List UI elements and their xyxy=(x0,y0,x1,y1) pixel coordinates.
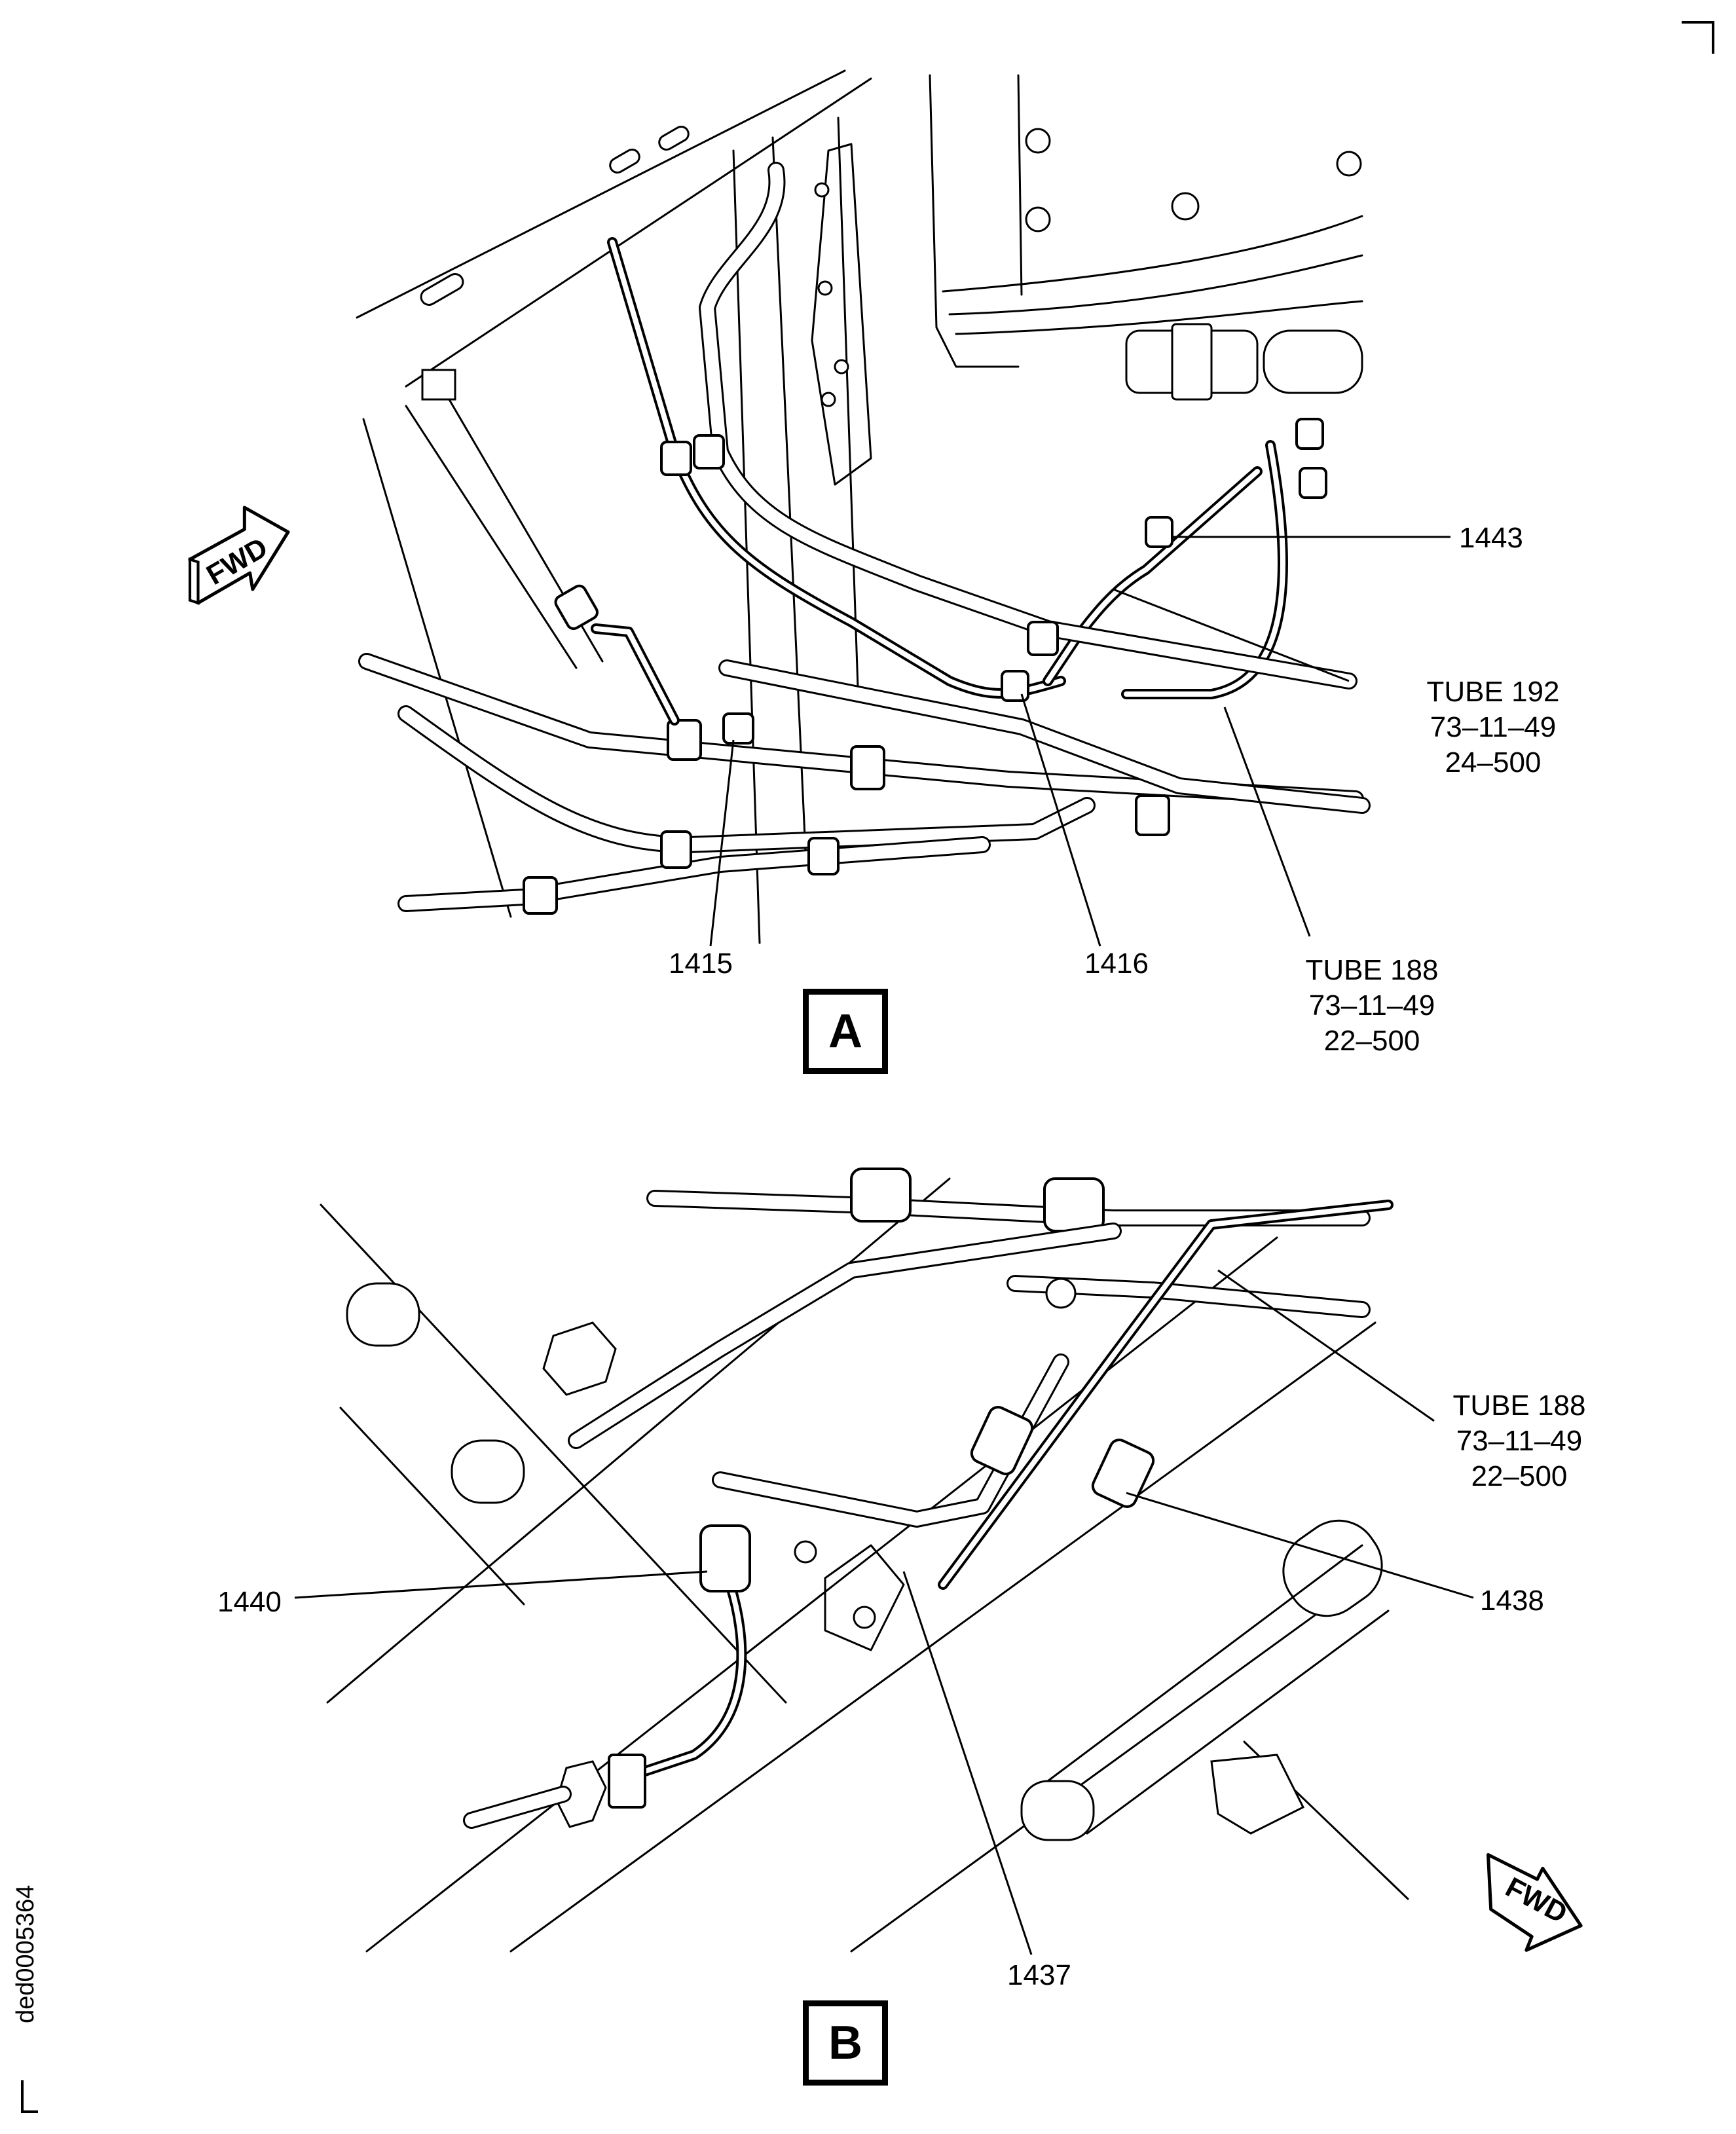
clamp xyxy=(850,745,885,790)
bracket xyxy=(824,1544,905,1651)
large-duct-edge xyxy=(1046,1544,1363,1782)
case-panel xyxy=(1017,74,1023,296)
frame-beam-edge xyxy=(405,77,872,388)
view-label-a: A xyxy=(803,989,888,1074)
clamp xyxy=(660,441,692,476)
structure-edge xyxy=(771,136,807,853)
tube-fitting xyxy=(554,584,599,631)
view-b-illustration xyxy=(294,1168,1474,1955)
clamp xyxy=(970,1406,1034,1475)
b-nut xyxy=(608,1754,646,1809)
clamp xyxy=(807,837,840,875)
structure-edge xyxy=(365,1236,1278,1953)
clamp xyxy=(523,876,558,915)
bolt-head xyxy=(1171,192,1200,221)
hex-nut xyxy=(542,1321,617,1396)
callout-1416: 1416 xyxy=(1084,947,1149,980)
callout-tube-188-b: TUBE 188 73–11–49 22–500 xyxy=(1452,1389,1586,1492)
callout-1415: 1415 xyxy=(669,947,733,980)
leader-tube-192 xyxy=(1113,588,1350,682)
case-panel xyxy=(929,74,1020,368)
clamp xyxy=(1295,418,1324,450)
clamp xyxy=(667,719,702,761)
clamp-1415 xyxy=(722,712,754,745)
structure-edge xyxy=(339,1407,525,1606)
fwd-arrow-icon: FWD xyxy=(1487,1853,1583,1952)
tube-bundle xyxy=(699,162,1357,690)
leader-tube-188-b xyxy=(1217,1269,1435,1422)
leader-1438 xyxy=(1126,1492,1474,1599)
clamp-1440 xyxy=(699,1524,751,1592)
bolt xyxy=(794,1540,817,1564)
duct-clamp xyxy=(1020,1780,1095,1841)
bolt-head xyxy=(1025,128,1051,154)
duct-segment xyxy=(1263,329,1363,394)
frame-member xyxy=(362,418,512,918)
case-flange xyxy=(942,215,1363,293)
structure-edge xyxy=(850,1570,1376,1953)
fitting-cap xyxy=(451,1439,525,1504)
large-duct-edge xyxy=(1086,1610,1390,1835)
case-flange xyxy=(955,300,1363,335)
structure-edge xyxy=(732,149,761,944)
clamp xyxy=(1043,1177,1105,1232)
clamp xyxy=(660,830,692,869)
clamp-1416 xyxy=(1001,670,1029,702)
view-label-b: B xyxy=(803,2000,888,2086)
clamp xyxy=(1299,467,1327,499)
bracket-plate xyxy=(811,143,872,486)
frame-beam-edge xyxy=(356,69,846,319)
coupling-nut xyxy=(1210,1754,1305,1835)
view-a-illustration xyxy=(356,69,1450,947)
callout-tube-188: TUBE 188 73–11–49 22–500 xyxy=(1305,954,1439,1057)
callout-1438: 1438 xyxy=(1480,1585,1544,1617)
document-id: ded0005364 xyxy=(12,1885,39,2023)
clamp xyxy=(850,1168,912,1223)
case-flange xyxy=(948,254,1363,316)
bracket-hole xyxy=(834,359,849,375)
bolt-head xyxy=(1025,206,1051,232)
structure-edge xyxy=(320,1204,787,1704)
corner-mark-bottom-left xyxy=(21,2080,38,2113)
clamp-1443 xyxy=(1145,516,1173,548)
frame-slot xyxy=(609,149,640,174)
corner-mark-top-right xyxy=(1682,21,1714,54)
clamp xyxy=(1027,621,1059,656)
callout-1443: 1443 xyxy=(1459,522,1523,554)
bracket-hole xyxy=(817,280,833,296)
tube-1440 xyxy=(630,1579,747,1780)
fitting-cap xyxy=(346,1282,420,1347)
bracket-hole xyxy=(821,392,836,407)
bracket-hole xyxy=(814,182,830,198)
leader-1416 xyxy=(1020,693,1101,947)
structure-edge xyxy=(509,1321,1376,1953)
clamp-1438 xyxy=(1091,1439,1155,1508)
callout-1437: 1437 xyxy=(1007,1959,1071,1991)
bolt-head xyxy=(1336,151,1362,177)
callout-tube-192: TUBE 192 73–11–49 24–500 xyxy=(1426,676,1560,779)
fwd-arrow-icon: FWD xyxy=(188,506,290,605)
clamp xyxy=(1135,794,1170,836)
leader-1415 xyxy=(709,739,735,947)
clamp xyxy=(693,434,725,469)
callout-1440: 1440 xyxy=(217,1586,282,1618)
leader-tube-188 xyxy=(1223,707,1311,937)
structure-edge xyxy=(837,117,859,689)
strut-end-fitting xyxy=(421,369,456,401)
bolt xyxy=(853,1606,876,1629)
coupling-nut xyxy=(1171,323,1213,401)
frame-slot xyxy=(658,126,690,151)
leader-1437 xyxy=(902,1571,1033,1955)
bolt-head xyxy=(1045,1278,1077,1309)
strut-edge xyxy=(405,405,578,669)
frame-slot xyxy=(420,273,464,306)
leader-1440 xyxy=(294,1570,708,1599)
